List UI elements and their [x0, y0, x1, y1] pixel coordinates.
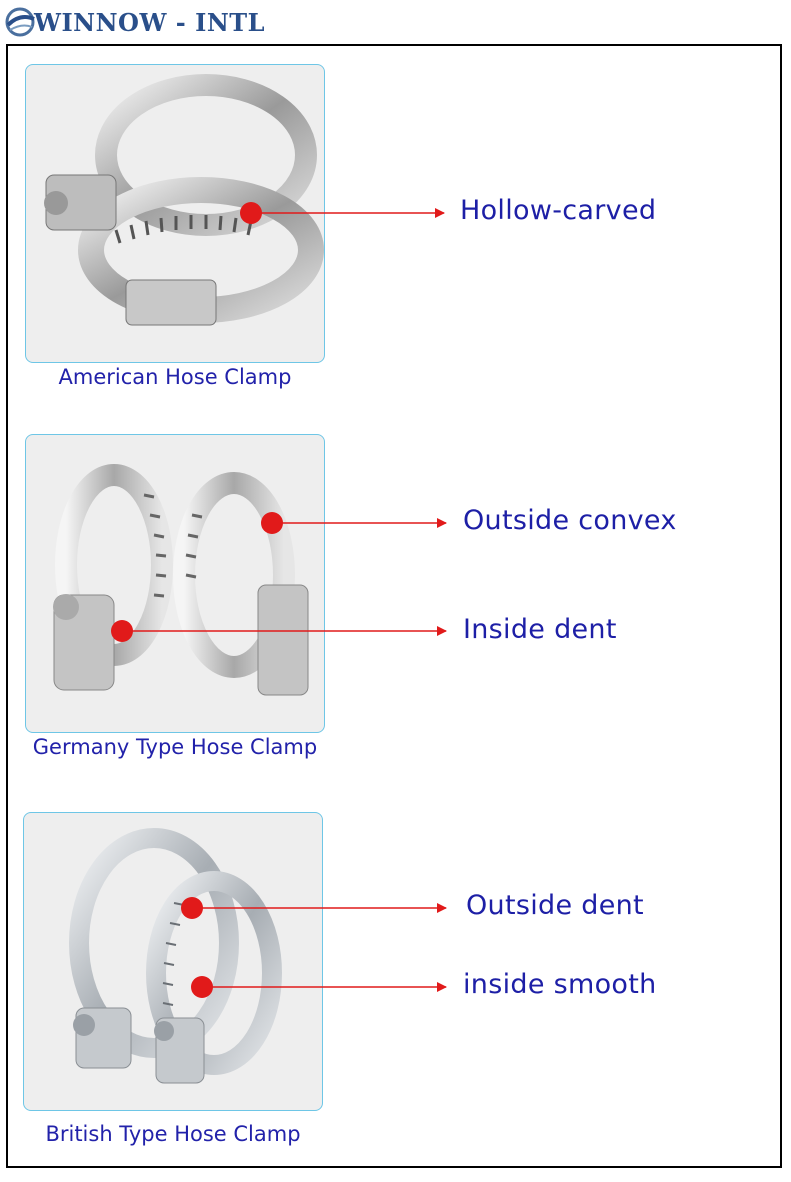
callout-hollow-carved-pointer	[240, 202, 445, 224]
germany-clamp-photo	[25, 434, 325, 733]
brand-logo: WINNOW - INTL	[4, 4, 265, 40]
british-clamp-caption: British Type Hose Clamp	[45, 1122, 301, 1146]
callout-outside-convex: Outside convex	[463, 505, 677, 536]
content-frame	[6, 44, 782, 1168]
callout-outside-convex-pointer	[261, 512, 447, 534]
callout-inside-smooth: inside smooth	[463, 969, 657, 1000]
callout-inside-dent: Inside dent	[463, 614, 617, 645]
callout-inside-dent-pointer	[111, 620, 447, 642]
brand-name: WINNOW - INTL	[34, 7, 265, 37]
callout-hollow-carved: Hollow-carved	[460, 195, 657, 226]
callout-outside-dent: Outside dent	[466, 890, 644, 921]
callout-outside-dent-pointer	[181, 897, 447, 919]
germany-clamp-caption: Germany Type Hose Clamp	[32, 735, 318, 759]
callout-inside-smooth-pointer	[191, 976, 447, 998]
globe-swoosh-icon	[5, 7, 35, 37]
british-clamp-photo	[23, 812, 323, 1111]
american-clamp-caption: American Hose Clamp	[58, 365, 292, 389]
